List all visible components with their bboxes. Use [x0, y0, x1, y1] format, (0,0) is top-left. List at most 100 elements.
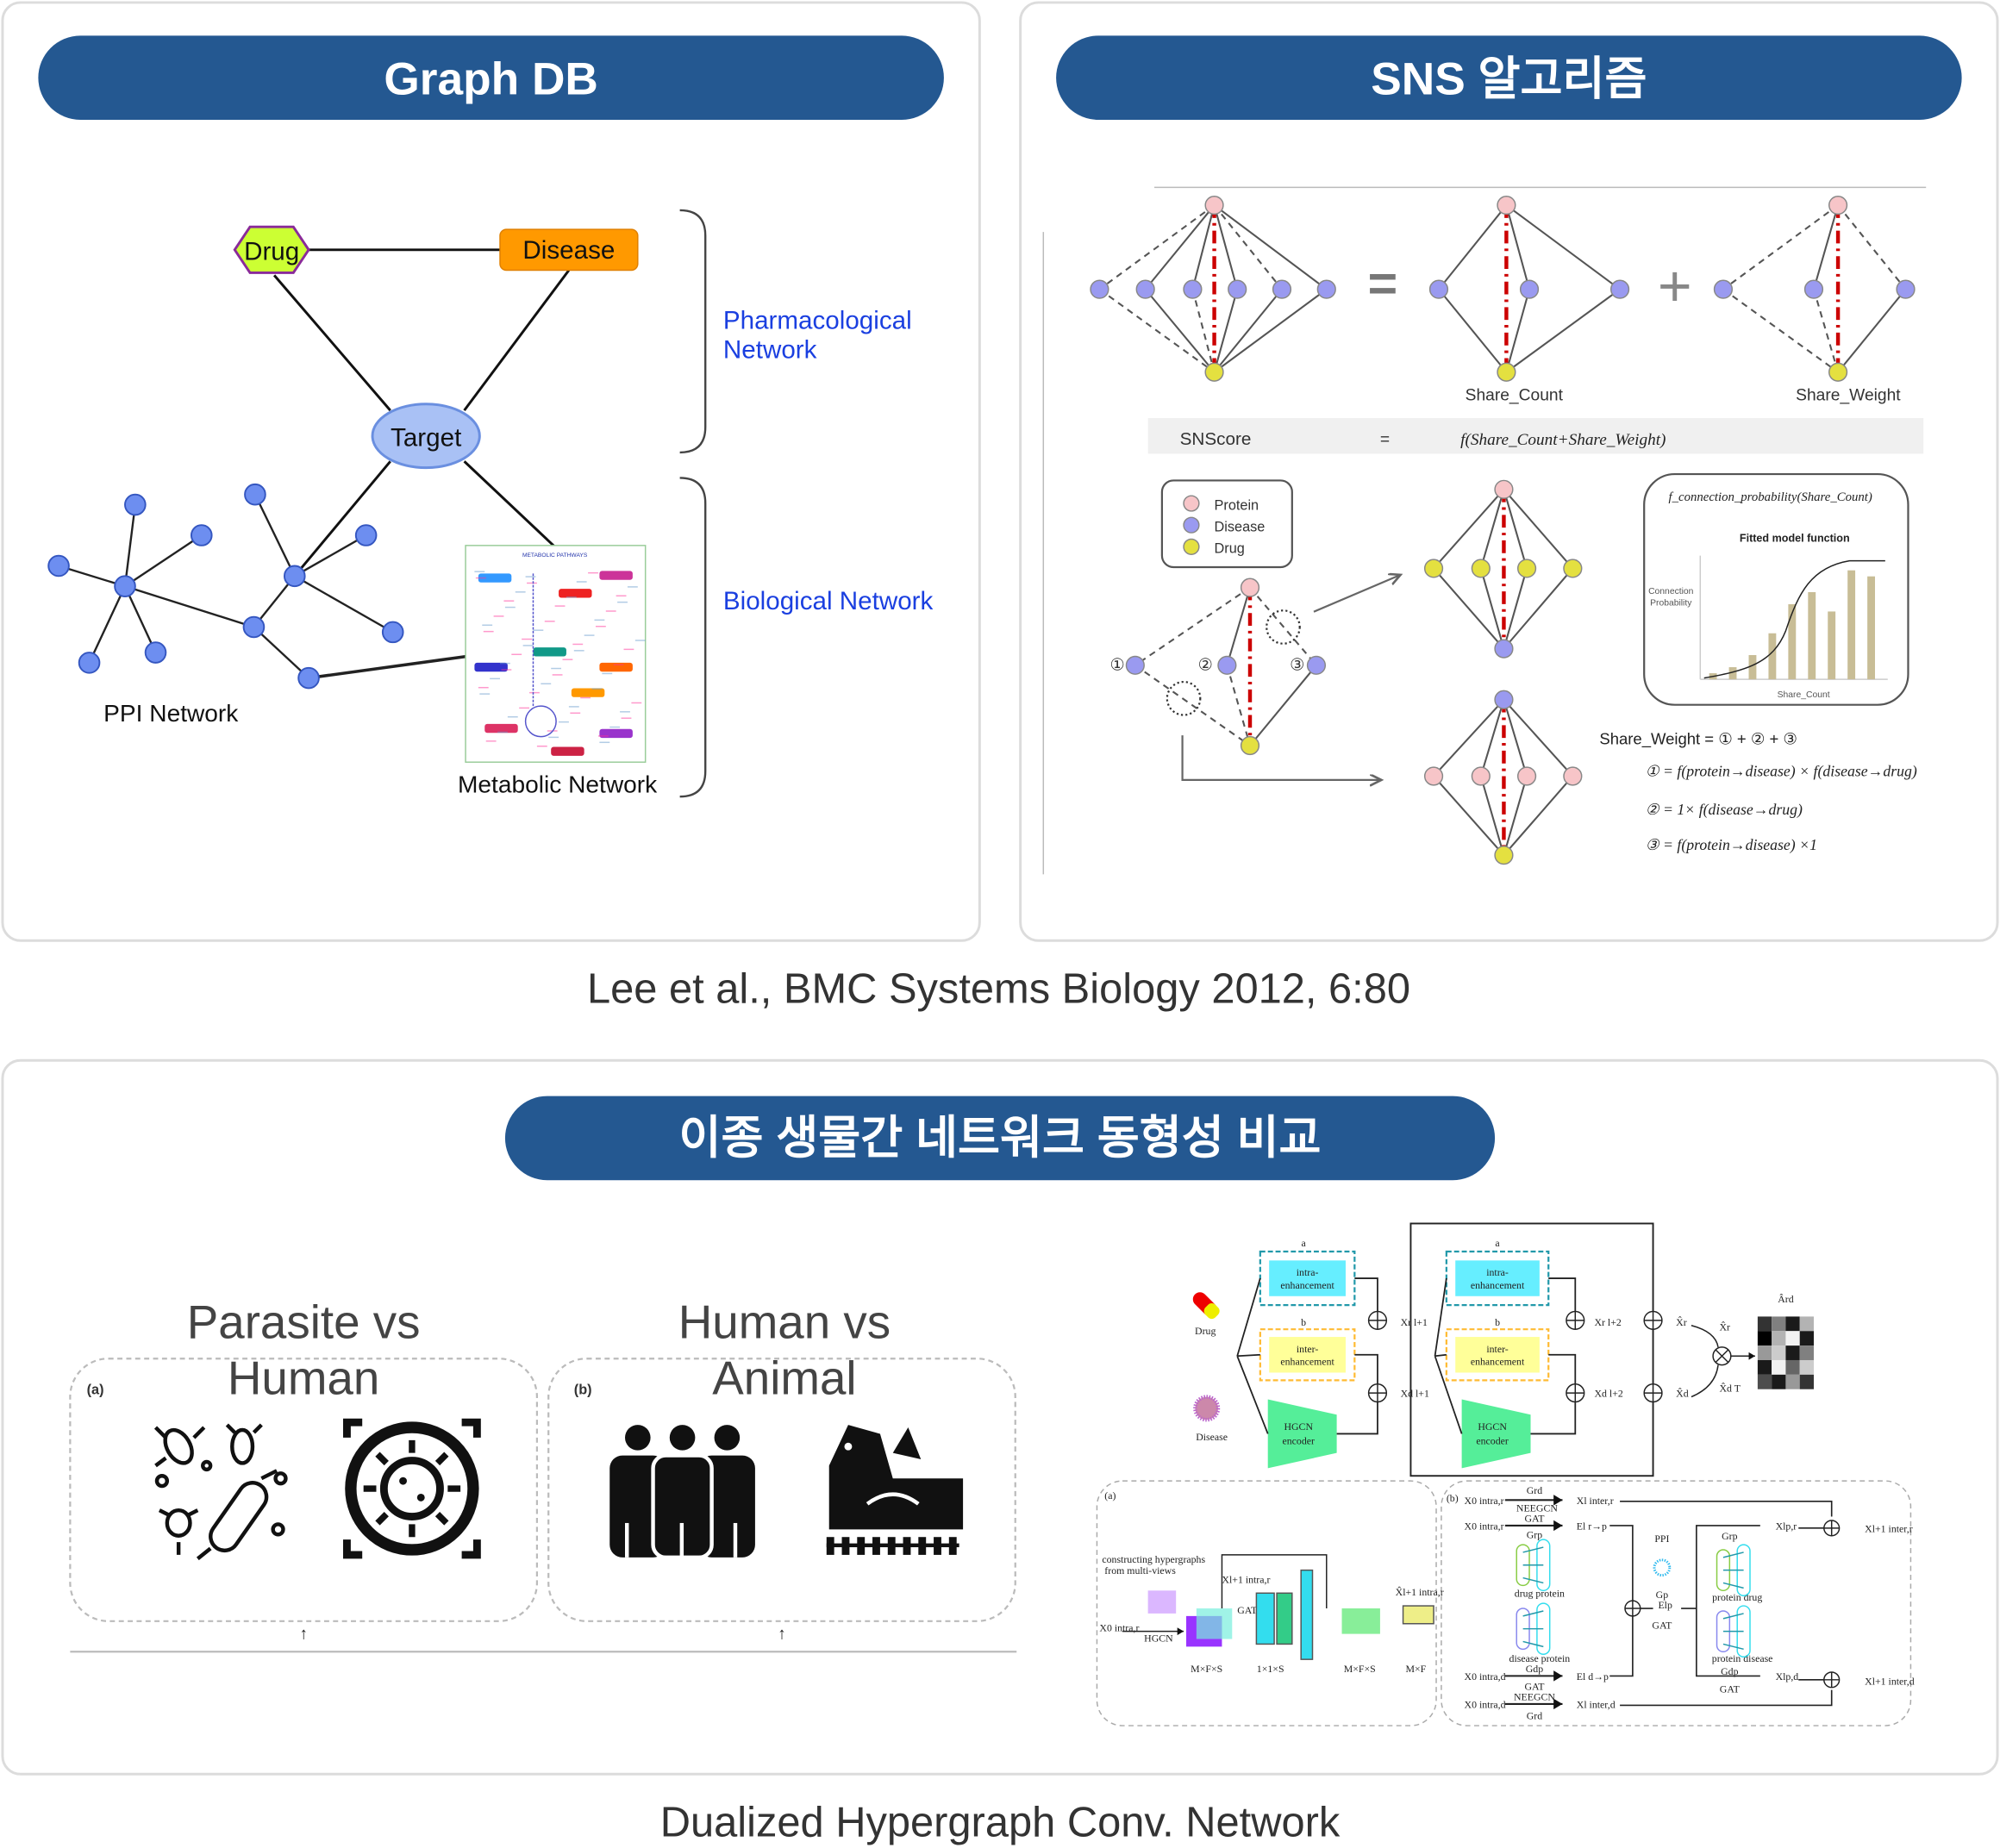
connector — [1691, 1325, 1719, 1398]
matrix-cell — [1772, 1359, 1786, 1375]
sub-b-label: drug protein — [1515, 1588, 1565, 1600]
ppi-node — [354, 524, 378, 546]
sub-a-box — [1096, 1480, 1437, 1726]
sub-b-label: Grd — [1527, 1484, 1542, 1496]
node — [1563, 559, 1583, 578]
pathway-line — [529, 691, 540, 694]
edge — [1249, 665, 1317, 746]
pathway-line — [602, 672, 613, 675]
intra-enhancement-block — [1455, 1260, 1540, 1296]
plus-sign: + — [1658, 253, 1692, 319]
matrix-cell — [1799, 1316, 1814, 1332]
edge — [1098, 204, 1216, 290]
matrix-cell — [1799, 1359, 1814, 1375]
pathway-line — [595, 626, 606, 627]
sub-b-label: Grd — [1527, 1710, 1542, 1722]
intra-label: intra- — [1486, 1266, 1509, 1278]
add-op-icon — [1566, 1383, 1584, 1402]
dhcn-caption: Dualized Hypergraph Conv. Network — [660, 1800, 1341, 1846]
sub-b-label: Gp — [1656, 1589, 1669, 1601]
comparison-right-line2: Animal — [712, 1352, 856, 1405]
panel-frame — [1, 1, 981, 942]
matrix-cell — [1785, 1374, 1800, 1389]
xr-l1-label: Xr l+1 — [1401, 1316, 1428, 1328]
fitted-model-chart: f_connection_probability(Share_Count) Fi… — [1643, 472, 1909, 706]
snscore-bar — [1147, 417, 1924, 454]
sub-a-caption: constructing hypergraphs — [1102, 1553, 1205, 1565]
snscore-eq: = — [1380, 431, 1390, 449]
circled-3: ③ — [1290, 657, 1304, 675]
missing-link-marker — [1166, 680, 1202, 716]
hgcn-encoder-block — [1461, 1399, 1531, 1469]
metabolic-image-title: METABOLIC PATHWAYS — [522, 553, 588, 559]
pathway-line — [599, 741, 610, 744]
node — [1494, 846, 1514, 865]
people-group-icon — [609, 1425, 755, 1560]
node — [1306, 655, 1327, 675]
pathway-line — [570, 712, 581, 715]
edge — [1503, 699, 1574, 777]
edge — [1503, 489, 1528, 569]
legend-swatch-disease — [1183, 516, 1200, 534]
pathway-line — [522, 645, 534, 646]
pathway-line — [627, 586, 638, 588]
hgcn-label: HGCN — [1284, 1420, 1313, 1433]
inter-enhancement-block — [1269, 1337, 1346, 1373]
share-count-label: Share_Count — [1466, 386, 1564, 404]
pharmacological-bracket — [679, 209, 707, 454]
node — [1609, 279, 1630, 299]
sub-b-label: Gdp — [1526, 1663, 1543, 1675]
panel-title: 이종 생물간 네트워크 동형성 비교 — [678, 1113, 1321, 1164]
dim-label: 1×1×S — [1257, 1663, 1284, 1675]
node — [1228, 279, 1247, 299]
connector — [1236, 1277, 1269, 1434]
stage-b-label: b — [1301, 1316, 1306, 1328]
edge-disease-target — [463, 269, 571, 411]
add-op-icon — [1368, 1311, 1387, 1330]
edge — [1213, 288, 1283, 373]
share-weight-equation: Share_Weight = ① + ② + ③ — [1599, 730, 1797, 749]
chart-subtitle: Fitted model function — [1740, 532, 1850, 544]
farm-animals-icon — [826, 1425, 964, 1555]
edge — [1213, 288, 1328, 373]
pathway-line — [548, 736, 559, 739]
comparison-left-line2: Human — [228, 1352, 379, 1405]
ppi-node — [144, 641, 167, 664]
virus-spread-icon — [343, 1418, 481, 1559]
ppi-node — [47, 554, 70, 578]
matrix-cell — [1772, 1331, 1786, 1346]
edge — [1144, 288, 1216, 373]
edge — [1191, 289, 1216, 373]
node — [1713, 279, 1734, 299]
chart-ylabel: Connection — [1648, 587, 1694, 596]
node — [1204, 195, 1224, 215]
connector — [1530, 1277, 1577, 1435]
panel-header — [504, 1096, 1496, 1181]
legend-label: Drug — [1215, 541, 1245, 557]
node — [1471, 559, 1491, 578]
biological-bracket — [679, 477, 707, 798]
pathway-line — [559, 721, 569, 723]
sns-panel: SNS 알고리즘 = + Share_Count Share_Weight SN… — [1019, 1, 1999, 942]
tag-a: (a) — [87, 1383, 104, 1398]
sub-b-label: Grp — [1527, 1529, 1542, 1541]
edge — [1812, 289, 1840, 373]
chart-xlabel: Share_Count — [1778, 690, 1830, 700]
target-label: Target — [391, 424, 461, 453]
pathway-line — [511, 653, 522, 656]
edge — [1213, 204, 1239, 290]
node — [1516, 766, 1537, 786]
ppi-edge — [123, 585, 157, 653]
node — [1494, 479, 1514, 499]
ppi-edge — [124, 534, 203, 588]
arrow-up-icon: ↑ — [299, 1626, 308, 1644]
tag-b: (b) — [574, 1383, 592, 1398]
ppi-node — [78, 652, 101, 674]
sub-b-label: GAT — [1720, 1683, 1741, 1695]
pathway-line — [621, 717, 632, 719]
node — [1896, 279, 1916, 299]
hgcn-label: encoder — [1476, 1434, 1509, 1446]
edge — [1722, 288, 1839, 373]
node — [1240, 578, 1260, 597]
sub-b-label: protein disease — [1712, 1652, 1773, 1664]
